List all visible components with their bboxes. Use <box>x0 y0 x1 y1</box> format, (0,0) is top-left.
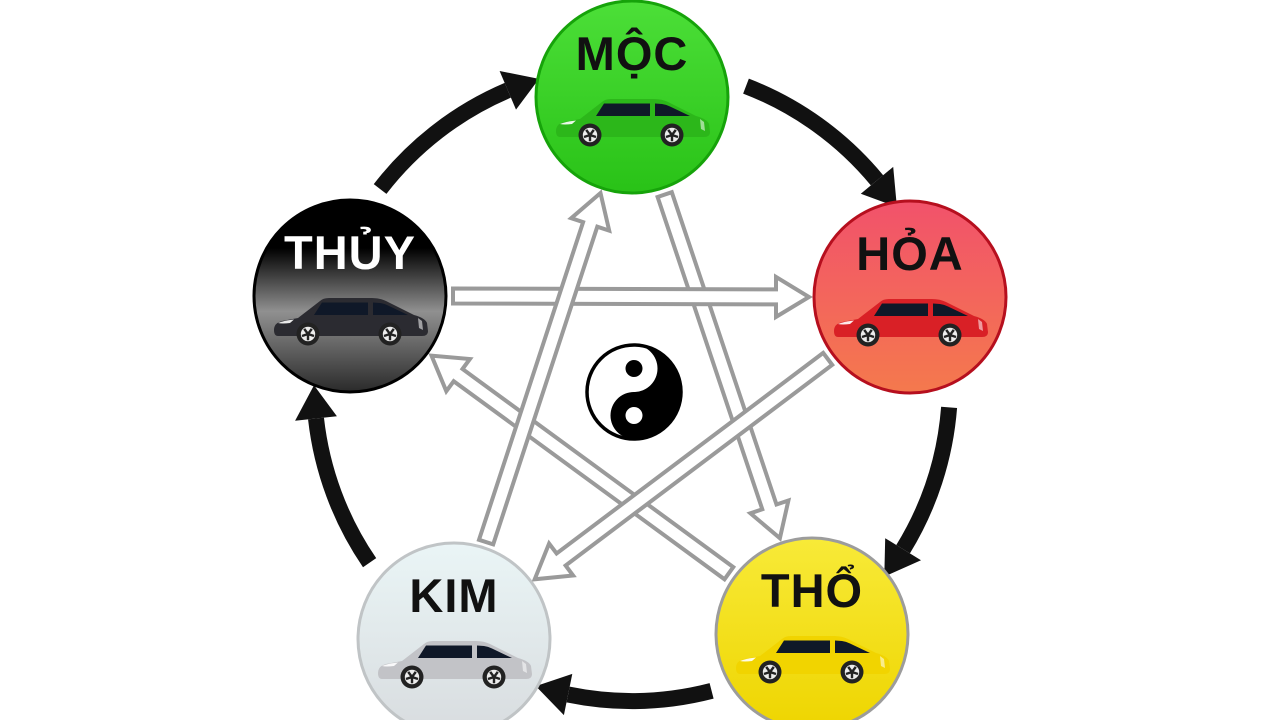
generating-arrowhead-kim-to-thuy <box>295 385 337 421</box>
hoa-label: HỎA <box>856 227 963 280</box>
tho-label: THỔ <box>761 564 863 617</box>
generating-arrowhead-moc-to-hoa <box>860 166 897 207</box>
generating-arrowhead-hoa-to-tho <box>884 538 921 577</box>
yinyang-symbol <box>585 343 683 441</box>
element-node-moc: MỘC <box>534 0 730 195</box>
moc-circle <box>534 0 730 195</box>
thuy-label: THỦY <box>284 226 416 279</box>
generating-arrow-kim-to-thuy <box>308 417 377 568</box>
overcoming-arrows <box>428 189 835 583</box>
overcoming-arrow-hoa-to-kim <box>531 350 835 582</box>
kim-label: KIM <box>409 569 498 622</box>
overcoming-arrow-tho-to-thuy <box>428 353 737 583</box>
element-node-hoa: HỎA <box>812 199 1008 395</box>
moc-label: MỘC <box>576 27 689 80</box>
generating-arrow-thuy-to-moc <box>373 82 511 194</box>
generating-arrows <box>295 71 958 716</box>
element-node-kim: KIM <box>356 541 552 720</box>
overcoming-arrow-kim-to-moc <box>476 189 612 547</box>
overcoming-arrow-thuy-to-hoa <box>451 273 813 321</box>
yinyang-black-dot <box>625 360 643 377</box>
thuy-circle <box>252 198 448 394</box>
hoa-circle <box>812 199 1008 395</box>
element-node-tho: THỔ <box>714 536 910 720</box>
generating-arrow-hoa-to-tho <box>896 406 958 554</box>
generating-arrowhead-tho-to-kim <box>535 673 573 716</box>
yinyang-white-dot <box>625 407 643 424</box>
element-node-thuy: THỦY <box>252 198 448 394</box>
generating-arrow-tho-to-kim <box>566 683 714 709</box>
generating-arrowhead-thuy-to-moc <box>499 71 539 110</box>
overcoming-arrow-moc-to-tho <box>655 189 792 542</box>
generating-arrow-moc-to-hoa <box>743 78 884 186</box>
